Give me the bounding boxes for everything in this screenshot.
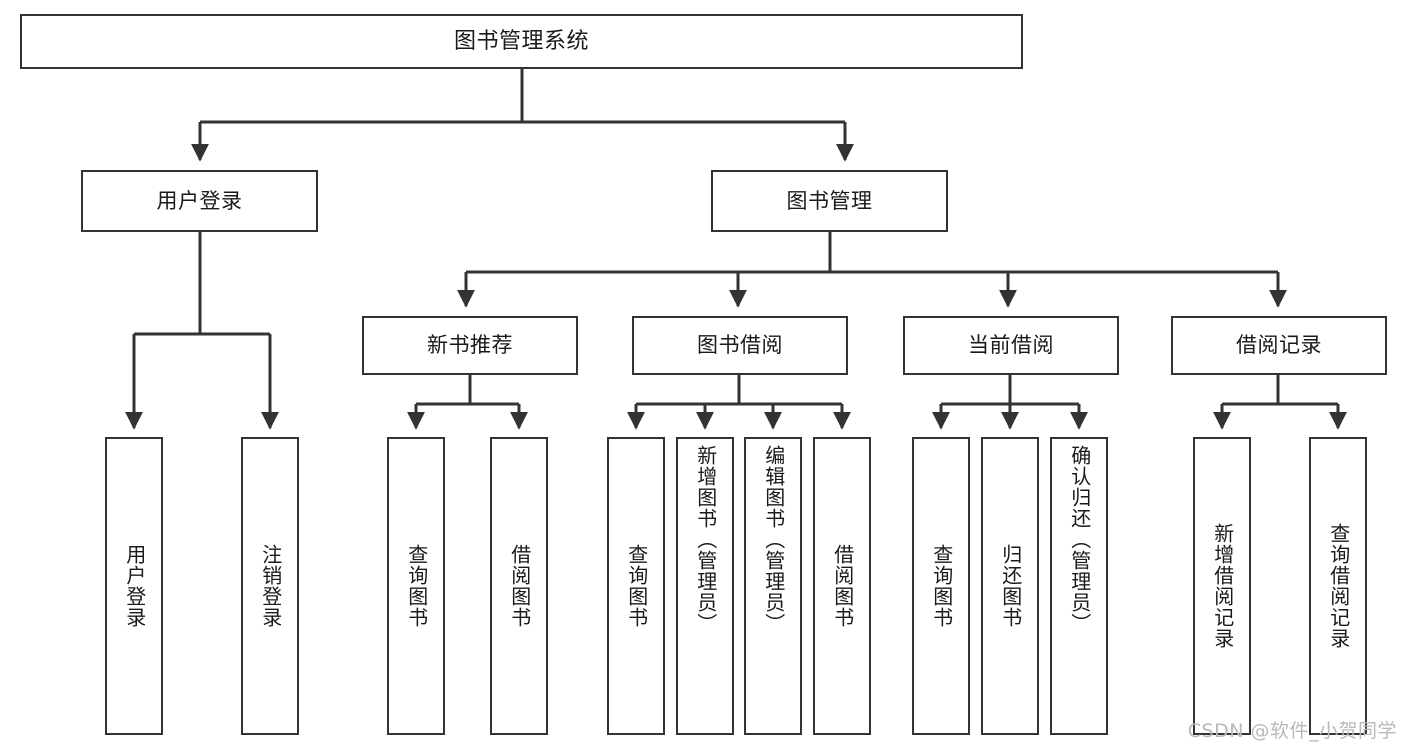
node-label: 用户登录 [122,544,147,628]
leaf-query-book-current[interactable]: 查询图书 [912,437,970,735]
node-label: 当前借阅 [968,333,1054,358]
node-root-system[interactable]: 图书管理系统 [20,14,1023,69]
node-borrow-record[interactable]: 借阅记录 [1171,316,1387,375]
node-label: 借阅图书 [507,544,532,628]
node-new-book-recommend[interactable]: 新书推荐 [362,316,578,375]
leaf-borrow-book-recommend[interactable]: 借阅图书 [490,437,548,735]
node-label: 新增图书（管理员） [693,445,718,634]
node-user-login[interactable]: 用户登录 [81,170,318,232]
node-book-borrow[interactable]: 图书借阅 [632,316,848,375]
leaf-confirm-return-admin[interactable]: 确认归还（管理员） [1050,437,1108,735]
leaf-logout-login[interactable]: 注销登录 [241,437,299,735]
node-label: 借阅记录 [1236,333,1322,358]
node-label: 查询借阅记录 [1326,523,1351,649]
node-label: 新书推荐 [427,333,513,358]
node-current-borrow[interactable]: 当前借阅 [903,316,1119,375]
node-label: 确认归还（管理员） [1067,445,1092,634]
node-label: 新增借阅记录 [1210,523,1235,649]
node-label: 查询图书 [624,544,649,628]
node-label: 查询图书 [404,544,429,628]
leaf-query-borrow-record[interactable]: 查询借阅记录 [1309,437,1367,735]
node-book-management[interactable]: 图书管理 [711,170,948,232]
node-label: 图书管理 [786,188,873,213]
leaf-query-book-borrow[interactable]: 查询图书 [607,437,665,735]
csdn-watermark: CSDN @软件_小贺同学 [1187,720,1397,742]
node-label: 归还图书 [998,544,1023,628]
leaf-user-login[interactable]: 用户登录 [105,437,163,735]
node-label: 编辑图书（管理员） [761,445,786,634]
leaf-add-book-admin[interactable]: 新增图书（管理员） [676,437,734,735]
leaf-add-borrow-record[interactable]: 新增借阅记录 [1193,437,1251,735]
node-label: 用户登录 [156,188,243,213]
leaf-borrow-book-borrow[interactable]: 借阅图书 [813,437,871,735]
node-label: 图书借阅 [697,333,783,358]
leaf-return-book[interactable]: 归还图书 [981,437,1039,735]
leaf-query-book-recommend[interactable]: 查询图书 [387,437,445,735]
node-label: 图书管理系统 [453,28,589,54]
leaf-edit-book-admin[interactable]: 编辑图书（管理员） [744,437,802,735]
node-label: 查询图书 [929,544,954,628]
node-label: 注销登录 [258,544,283,628]
node-label: 借阅图书 [830,544,855,628]
